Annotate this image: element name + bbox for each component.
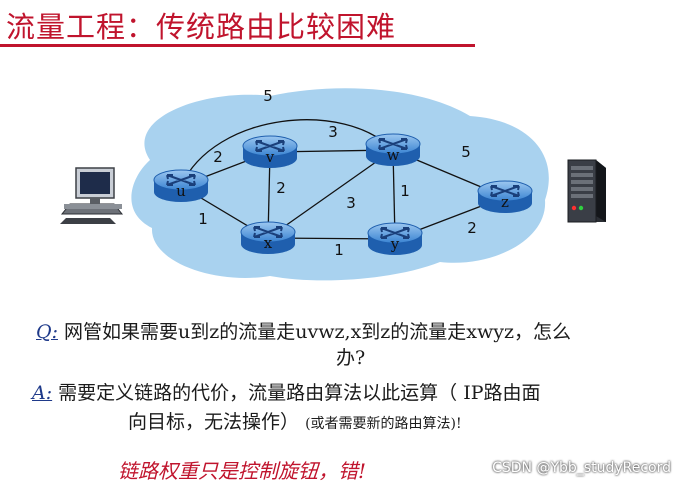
question-line-1: Q: 网管如果需要u到z的流量走uvwz,x到z的流量走xwyz，怎么 [36, 318, 571, 346]
answer-note: (或者需要新的路由算法)! [305, 416, 462, 432]
link-x-w [267, 149, 394, 239]
link-cost-v-w: 3 [328, 123, 338, 141]
link-cost-v-x: 2 [276, 179, 286, 197]
router-arrows-icon [166, 174, 196, 186]
router-icon-z: z [477, 180, 533, 213]
router-label-y: y [390, 235, 400, 253]
link-cost-w-y: 1 [400, 182, 410, 200]
link-u-w [180, 119, 394, 187]
network-diagram: 2 1 5 3 2 3 1 1 5 2 u v w x y z [60, 87, 606, 281]
answer-tag: A: [32, 382, 53, 404]
title-underline [0, 44, 475, 47]
slide-title: 流量工程：传统路由比较困难 [6, 10, 397, 44]
link-cost-x-y: 1 [334, 241, 344, 259]
router-label-w: w [387, 146, 400, 164]
link-cost-x-w: 3 [346, 194, 356, 212]
router-label-x: x [264, 234, 273, 252]
link-cost-w-z: 5 [461, 143, 471, 161]
router-icon-u: u [153, 169, 209, 202]
answer-text-1: 需要定义链路的代价，流量路由算法以此运算（ IP路由面 [58, 382, 541, 404]
question-text-2: 办? [336, 347, 366, 369]
router-arrows-icon [490, 185, 520, 197]
router-label-v: v [265, 148, 275, 166]
answer-line-2: 向目标，无法操作） (或者需要新的路由算法)! [128, 408, 462, 438]
answer-line-1: A: 需要定义链路的代价，流量路由算法以此运算（ IP路由面 [32, 379, 541, 407]
question-text-1: 网管如果需要u到z的流量走uvwz,x到z的流量走xwyz，怎么 [64, 321, 572, 343]
router-arrows-icon [255, 140, 285, 152]
router-label-z: z [501, 193, 509, 211]
network-cloud [131, 88, 549, 281]
server-tower-icon [567, 159, 606, 223]
link-cost-u-v: 2 [213, 148, 223, 166]
link-cost-u-w: 5 [263, 87, 273, 105]
question-line-2: 办? [336, 344, 365, 372]
router-icon-x: x [240, 221, 296, 254]
router-arrows-icon [378, 138, 408, 150]
router-arrows-icon [380, 227, 410, 239]
question-tag: Q: [36, 321, 58, 343]
router-icon-v: v [242, 135, 298, 168]
link-cost-u-x: 1 [198, 210, 208, 228]
router-icon-y: y [367, 222, 423, 255]
router-label-u: u [176, 182, 186, 200]
remark-text: 链路权重只是控制旋钮，错! [118, 459, 367, 483]
link-cost-y-z: 2 [467, 219, 477, 237]
desktop-computer-icon [60, 167, 124, 224]
watermark-text: CSDN @Ybb_studyRecord [492, 460, 671, 476]
answer-text-2: 向目标，无法操作） [128, 411, 300, 433]
router-arrows-icon [253, 226, 283, 238]
router-icon-w: w [365, 133, 421, 166]
